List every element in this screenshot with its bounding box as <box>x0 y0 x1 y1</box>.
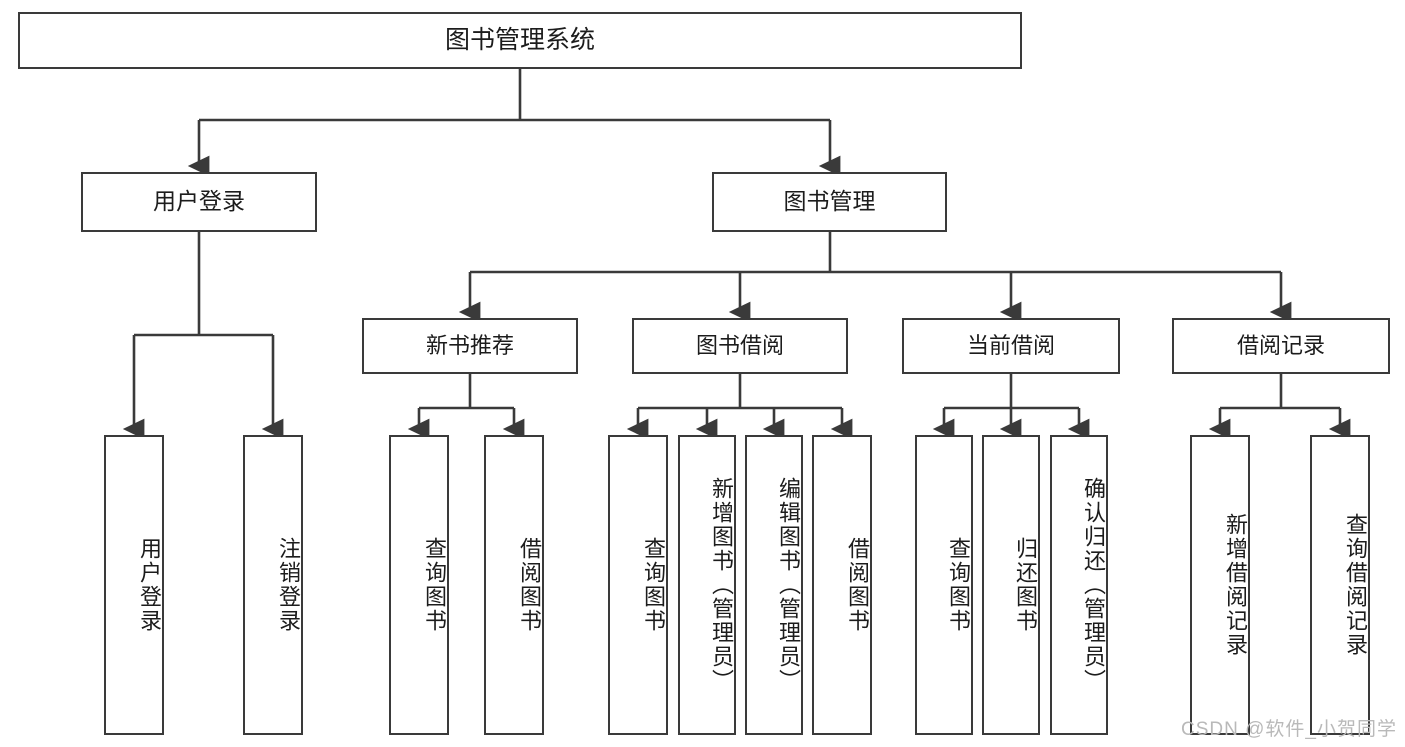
node-current-borrow[interactable]: 当前借阅 <box>902 318 1120 374</box>
node-book-borrow-label: 图书借阅 <box>695 333 784 359</box>
leaf-add-borrow-record-label: 新增借阅记录 <box>1223 513 1248 657</box>
leaf-borrow-book-recommend-label: 借阅图书 <box>517 537 542 633</box>
leaf-edit-book-admin-label: 编辑图书（管理员） <box>776 477 801 693</box>
leaf-query-borrow-record[interactable]: 查询借阅记录 <box>1310 435 1370 735</box>
node-user-login-label: 用户登录 <box>153 188 245 215</box>
leaf-confirm-return-admin-label: 确认归还（管理员） <box>1081 477 1106 693</box>
leaf-logout[interactable]: 注销登录 <box>243 435 303 735</box>
leaf-return-book[interactable]: 归还图书 <box>982 435 1040 735</box>
leaf-add-book-admin[interactable]: 新增图书（管理员） <box>678 435 736 735</box>
leaf-borrow-book[interactable]: 借阅图书 <box>812 435 872 735</box>
leaf-query-book-borrow-label: 查询图书 <box>641 537 666 633</box>
node-borrow-record-label: 借阅记录 <box>1236 333 1325 359</box>
node-borrow-record[interactable]: 借阅记录 <box>1172 318 1390 374</box>
leaf-user-login-label: 用户登录 <box>137 537 162 633</box>
leaf-edit-book-admin[interactable]: 编辑图书（管理员） <box>745 435 803 735</box>
node-root-label: 图书管理系统 <box>444 25 595 54</box>
leaf-add-book-admin-label: 新增图书（管理员） <box>709 477 734 693</box>
leaf-return-book-label: 归还图书 <box>1013 537 1038 633</box>
leaf-user-login[interactable]: 用户登录 <box>104 435 164 735</box>
leaf-logout-label: 注销登录 <box>276 537 301 633</box>
node-book-management-label: 图书管理 <box>783 188 876 215</box>
node-new-book-recommend[interactable]: 新书推荐 <box>362 318 578 374</box>
leaf-query-book-borrow[interactable]: 查询图书 <box>608 435 668 735</box>
leaf-borrow-book-recommend[interactable]: 借阅图书 <box>484 435 544 735</box>
leaf-borrow-book-label: 借阅图书 <box>845 537 870 633</box>
node-new-book-recommend-label: 新书推荐 <box>425 333 514 359</box>
leaf-add-borrow-record[interactable]: 新增借阅记录 <box>1190 435 1250 735</box>
leaf-query-book-recommend[interactable]: 查询图书 <box>389 435 449 735</box>
leaf-query-book-recommend-label: 查询图书 <box>422 537 447 633</box>
leaf-query-borrow-record-label: 查询借阅记录 <box>1343 513 1368 657</box>
node-current-borrow-label: 当前借阅 <box>966 333 1055 359</box>
watermark-text: CSDN @软件_小贺同学 <box>1181 719 1397 740</box>
node-book-borrow[interactable]: 图书借阅 <box>632 318 848 374</box>
node-book-management[interactable]: 图书管理 <box>712 172 947 232</box>
leaf-query-book-current[interactable]: 查询图书 <box>915 435 973 735</box>
node-root[interactable]: 图书管理系统 <box>18 12 1022 69</box>
node-user-login[interactable]: 用户登录 <box>81 172 317 232</box>
leaf-query-book-current-label: 查询图书 <box>946 537 971 633</box>
leaf-confirm-return-admin[interactable]: 确认归还（管理员） <box>1050 435 1108 735</box>
